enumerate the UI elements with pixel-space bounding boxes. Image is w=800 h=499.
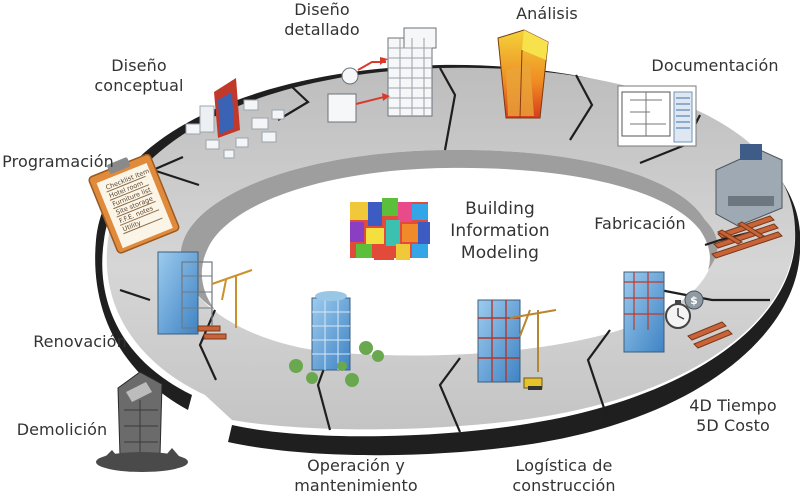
stage-label-logistica: Logística de construcción xyxy=(512,456,616,495)
renovation-beams-icon xyxy=(197,325,227,340)
stage-label-fabricacion: Fabricación xyxy=(594,214,686,233)
svg-text:$: $ xyxy=(690,294,698,307)
stage-label-renovacion: Renovación xyxy=(33,332,127,351)
bim-cube-icon xyxy=(350,198,430,260)
stage-label-analisis: Análisis xyxy=(516,4,578,23)
stage-label-tiempo-costo: 4D Tiempo 5D Costo xyxy=(689,396,777,435)
stage-label-documentacion: Documentación xyxy=(651,56,779,75)
renovation-crane-icon xyxy=(211,269,253,328)
conceptual-massing-icon xyxy=(185,78,285,159)
tower-crane-icon xyxy=(509,309,557,372)
trees-icon xyxy=(289,341,384,387)
demolition-building-icon xyxy=(117,371,163,457)
rubble-pile-icon xyxy=(96,448,188,472)
construction-building-icon xyxy=(477,299,521,383)
analysis-heatmap-icon xyxy=(497,29,549,119)
stopwatch-icon xyxy=(665,300,691,329)
lumber-stack-icon xyxy=(687,321,733,349)
operations-building-icon xyxy=(311,291,351,371)
stage-label-diseno-conceptual: Diseño conceptual xyxy=(94,56,184,95)
documentation-sheet-icon xyxy=(617,85,697,147)
center-title: Building Information Modeling xyxy=(450,199,550,263)
fabrication-machine-icon xyxy=(715,144,783,227)
stage-label-operacion: Operación y mantenimiento xyxy=(294,456,418,495)
stage-label-diseno-detallado: Diseño detallado xyxy=(284,0,360,39)
schedule-building-icon xyxy=(623,271,665,353)
ring-surface xyxy=(106,67,796,430)
timber-beams-icon xyxy=(711,215,783,259)
dollar-coin-icon: $ xyxy=(684,290,704,310)
excavator-icon xyxy=(523,377,543,390)
renovation-building-icon xyxy=(157,251,213,335)
stage-label-programacion: Programación xyxy=(2,152,114,171)
stage-label-demolicion: Demolición xyxy=(16,420,108,439)
detailed-design-icon xyxy=(327,27,437,123)
